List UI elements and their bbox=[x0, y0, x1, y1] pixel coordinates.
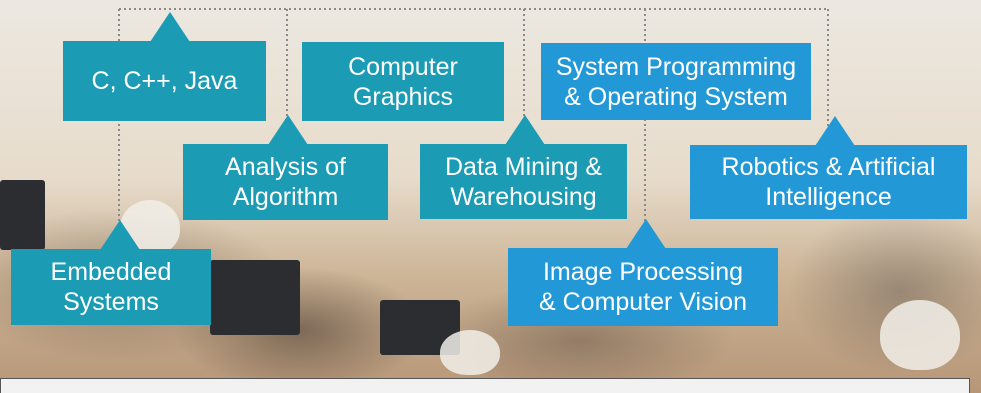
node-embedded-systems: Embedded Systems bbox=[11, 249, 211, 325]
node-label: Warehousing bbox=[450, 182, 597, 211]
monitor-decoration bbox=[210, 260, 300, 335]
monitor-decoration bbox=[0, 180, 45, 250]
pointer-triangle bbox=[100, 220, 140, 250]
node-data-mining: Data Mining & Warehousing bbox=[420, 144, 627, 219]
person-decoration bbox=[440, 330, 500, 375]
node-robotics-ai: Robotics & Artificial Intelligence bbox=[690, 145, 967, 219]
node-label: Intelligence bbox=[765, 183, 892, 211]
node-label: Algorithm bbox=[232, 183, 339, 211]
node-label: & Computer Vision bbox=[539, 288, 747, 316]
node-label: Image Processing bbox=[542, 258, 744, 286]
node-label: C, C++, Java bbox=[91, 67, 238, 95]
node-label: System Programming bbox=[555, 52, 797, 81]
bottom-panel bbox=[0, 378, 970, 393]
person-decoration bbox=[880, 300, 960, 370]
node-label: Data Mining & bbox=[444, 152, 603, 181]
node-label: Systems bbox=[63, 288, 159, 316]
node-analysis-of-algorithm: Analysis of Algorithm bbox=[183, 144, 388, 220]
node-label: Robotics & Artificial bbox=[721, 153, 936, 181]
pointer-triangle bbox=[505, 115, 545, 145]
node-label: & Operating System bbox=[564, 82, 788, 111]
node-label: Graphics bbox=[352, 82, 454, 111]
node-label: Computer bbox=[348, 52, 458, 81]
pointer-triangle bbox=[815, 116, 855, 146]
node-c-cpp-java: C, C++, Java bbox=[63, 41, 266, 121]
node-image-processing: Image Processing & Computer Vision bbox=[508, 248, 778, 326]
pointer-triangle bbox=[268, 115, 308, 145]
node-label: Analysis of bbox=[225, 153, 346, 181]
node-system-programming: System Programming & Operating System bbox=[541, 43, 811, 120]
node-label: Embedded bbox=[50, 258, 172, 286]
node-computer-graphics: Computer Graphics bbox=[302, 42, 504, 121]
pointer-triangle bbox=[150, 12, 190, 42]
pointer-triangle bbox=[626, 219, 666, 249]
